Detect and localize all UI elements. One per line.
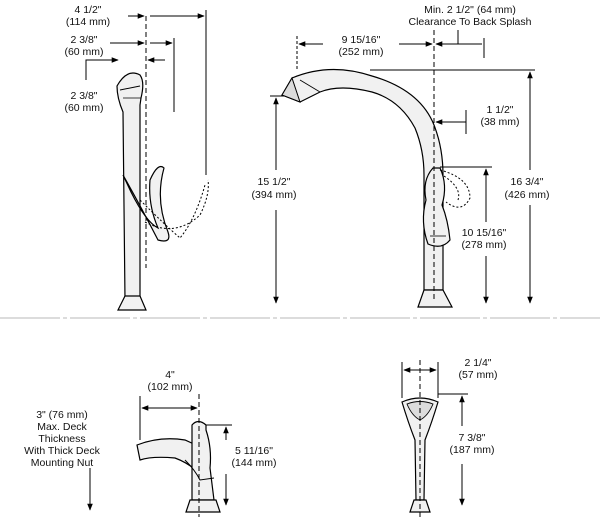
- deck-note-line-3: Thickness: [38, 433, 85, 445]
- handle-offset-mm: (38 mm): [480, 116, 519, 128]
- soap-side-spout: [136, 438, 197, 472]
- deck-note-line-1: 3" (76 mm): [36, 409, 88, 421]
- handle-height-in: 10 15/16": [462, 227, 507, 239]
- side-top-dim-mm: (114 mm): [66, 16, 110, 28]
- front-spout: [281, 68, 444, 291]
- front-handle: [422, 167, 451, 247]
- reach-dim-in: 9 15/16": [342, 34, 381, 46]
- soap-side-base: [185, 499, 221, 513]
- handle-height-mm: (278 mm): [462, 239, 507, 251]
- front-base: [417, 289, 453, 308]
- overall-height-in: 16 3/4": [511, 176, 544, 188]
- overall-height-mm: (426 mm): [505, 189, 550, 201]
- faucet-front-view: [270, 30, 535, 308]
- soap-height-mm: (144 mm): [232, 457, 277, 469]
- side-upper-dim-mm: (60 mm): [64, 46, 103, 58]
- soap-dispenser-front-view: [401, 360, 468, 517]
- clearance-line-2: Clearance To Back Splash: [409, 16, 532, 28]
- soap-reach-mm: (102 mm): [148, 381, 193, 393]
- soap-side-body: [191, 420, 215, 501]
- deck-note-line-2: Max. Deck: [37, 421, 87, 433]
- soap-reach-in: 4": [165, 369, 175, 381]
- deck-note-line-5: Mounting Nut: [31, 457, 94, 469]
- side-faucet-base: [117, 295, 147, 311]
- handle-offset-in: 1 1/2": [486, 104, 513, 116]
- soap-dispenser-side-view: [87, 394, 232, 517]
- faucet-side-view: [85, 10, 209, 311]
- soap-width-in: 2 1/4": [464, 357, 491, 369]
- soap-width-mm: (57 mm): [458, 369, 497, 381]
- spout-height-mm: (394 mm): [252, 189, 297, 201]
- side-handle-solid: [122, 165, 170, 242]
- clearance-line-1: Min. 2 1/2" (64 mm): [424, 4, 516, 16]
- soap-height-in: 5 11/16": [235, 445, 273, 457]
- soap-front-height-in: 7 3/8": [458, 432, 485, 444]
- spout-height-in: 15 1/2": [258, 176, 291, 188]
- soap-front-height-mm: (187 mm): [450, 444, 495, 456]
- side-top-dim-in: 4 1/2": [74, 4, 101, 16]
- side-lower-dim-mm: (60 mm): [64, 102, 103, 114]
- side-lower-dim-in: 2 3/8": [70, 90, 97, 102]
- side-upper-dim-in: 2 3/8": [70, 34, 97, 46]
- deck-note-line-4: With Thick Deck: [24, 445, 100, 457]
- reach-dim-mm: (252 mm): [339, 46, 384, 58]
